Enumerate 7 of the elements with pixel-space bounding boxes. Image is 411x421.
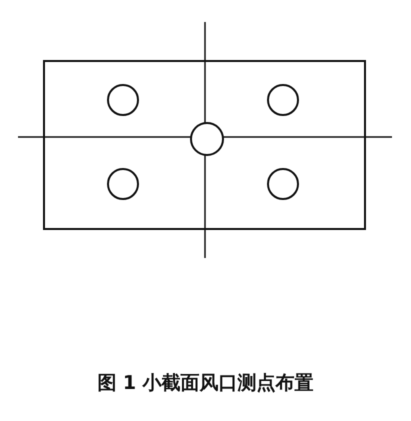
measuring-point [107,84,139,116]
measuring-point [107,168,139,200]
measuring-point [267,84,299,116]
figure-caption: 图 1 小截面风口测点布置 [97,372,314,394]
outlet-frame [43,60,366,230]
measuring-point [267,168,299,200]
measuring-point [190,122,224,156]
